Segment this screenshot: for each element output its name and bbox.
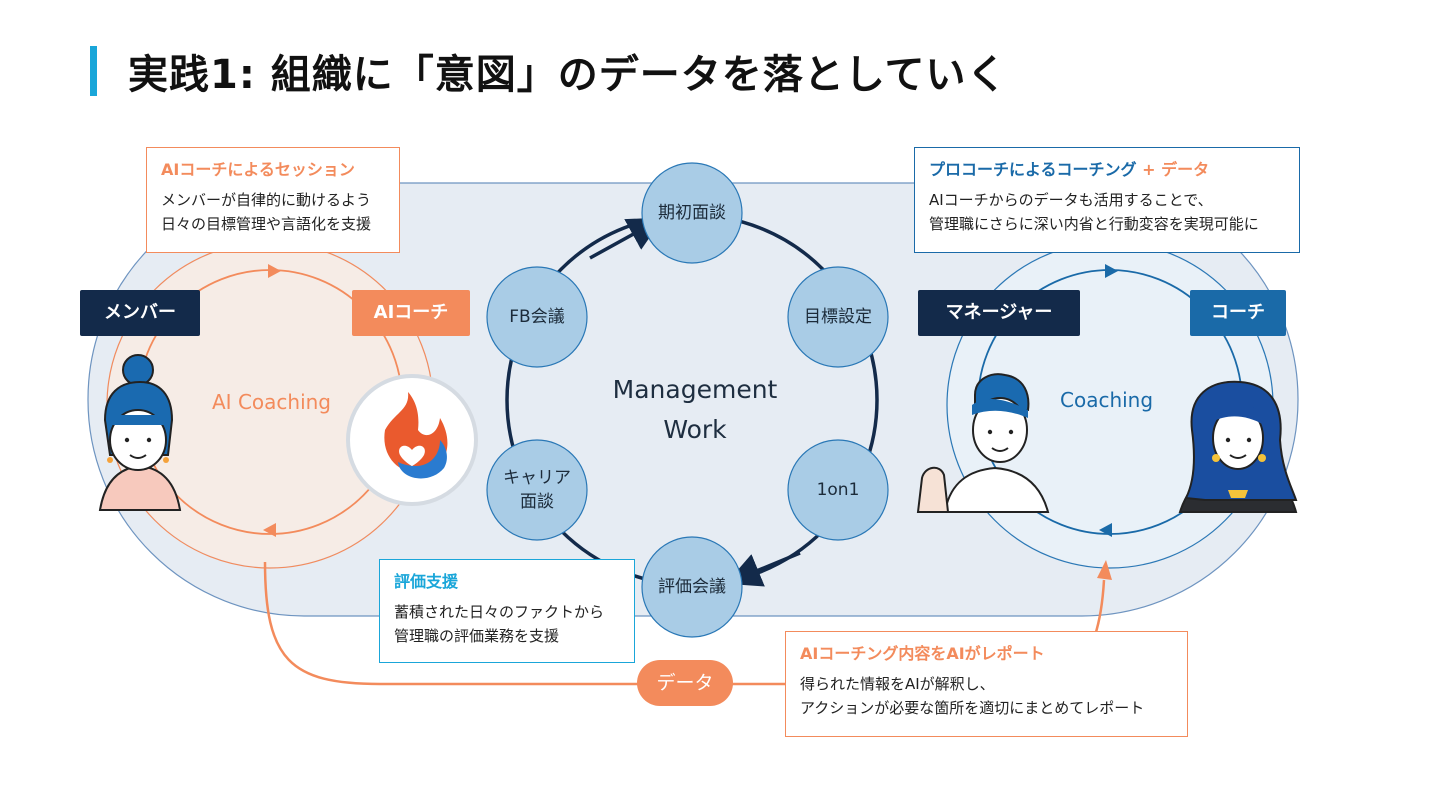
loop-arrow-bottom-right	[1099, 523, 1112, 537]
pro-coach-heading-data: データ	[1161, 160, 1210, 179]
pro-coach-heading: プロコーチによるコーチング + データ	[929, 160, 1285, 180]
ai-session-line1: メンバーが自律的に動けるよう	[161, 191, 372, 209]
coach-avatar-icon	[1178, 380, 1298, 513]
evaluation-line2: 管理職の評価業務を支援	[394, 627, 560, 645]
pro-coach-heading-plus: +	[1136, 160, 1162, 179]
node-kickoff	[641, 162, 743, 264]
pro-coach-box: プロコーチによるコーチング + データ AIコーチからのデータも活用することで、…	[914, 147, 1300, 253]
loop-arrow-top-left	[268, 264, 281, 278]
node-career	[486, 439, 588, 541]
management-work-label: Management Work	[590, 370, 800, 450]
node-eval-meeting	[641, 536, 743, 638]
management-label-line2: Work	[663, 415, 727, 444]
management-label-line1: Management	[612, 375, 778, 404]
ai-session-line2: 日々の目標管理や言語化を支援	[161, 215, 372, 233]
member-avatar-icon	[98, 354, 182, 511]
ai-coach-tag: AIコーチ	[352, 290, 470, 336]
manager-tag: マネージャー	[918, 290, 1080, 336]
manager-avatar-icon	[916, 373, 1050, 513]
node-career-line1: キャリア	[503, 468, 571, 488]
ai-report-line2: アクションが必要な箇所を適切にまとめてレポート	[800, 699, 1145, 717]
member-tag: メンバー	[80, 290, 200, 336]
pro-coach-heading-main: プロコーチによるコーチング	[929, 160, 1137, 179]
node-1on1	[787, 439, 889, 541]
ai-coaching-loop-label: AI Coaching	[212, 390, 331, 414]
ai-coach-logo-icon	[346, 374, 478, 506]
pro-coach-line2: 管理職にさらに深い内省と行動変容を実現可能に	[929, 215, 1259, 233]
data-pill: データ	[637, 660, 733, 706]
evaluation-heading: 評価支援	[394, 572, 459, 591]
ai-session-box: AIコーチによるセッション メンバーが自律的に動けるよう 日々の目標管理や言語化…	[146, 147, 400, 253]
node-kickoff-label: 期初面談	[658, 203, 726, 223]
ai-report-box: AIコーチング内容をAIがレポート 得られた情報をAIが解釈し、 アクションが必…	[785, 631, 1188, 737]
node-fb-meeting	[486, 266, 588, 368]
node-goal	[787, 266, 889, 368]
pro-coach-line1: AIコーチからのデータも活用することで、	[929, 191, 1213, 209]
node-career-label: キャリア 面談	[487, 440, 587, 540]
node-1on1-label: 1on1	[816, 480, 860, 500]
title-accent-bar	[90, 46, 97, 96]
node-career-line2: 面談	[520, 492, 554, 512]
coaching-loop-label: Coaching	[1060, 388, 1154, 412]
coach-tag: コーチ	[1190, 290, 1286, 336]
loop-arrow-bottom-left	[263, 523, 276, 537]
evaluation-support-box: 評価支援 蓄積された日々のファクトから 管理職の評価業務を支援	[379, 559, 635, 663]
cycle-arrow-to-kickoff	[589, 217, 664, 260]
evaluation-line1: 蓄積された日々のファクトから	[394, 603, 605, 621]
node-fb-meeting-label: FB会議	[509, 307, 565, 327]
loop-arrow-top-right	[1105, 264, 1118, 278]
page-title: 実践1: 組織に「意図」のデータを落としていく	[128, 52, 1008, 98]
ai-report-heading: AIコーチング内容をAIがレポート	[800, 644, 1045, 663]
ai-report-line1: 得られた情報をAIが解釈し、	[800, 675, 995, 693]
node-goal-label: 目標設定	[804, 307, 872, 327]
data-flow-arrowhead	[1097, 560, 1112, 580]
cycle-arrow-to-eval	[725, 551, 801, 587]
node-eval-meeting-label: 評価会議	[658, 577, 726, 597]
ai-session-heading: AIコーチによるセッション	[161, 160, 355, 179]
